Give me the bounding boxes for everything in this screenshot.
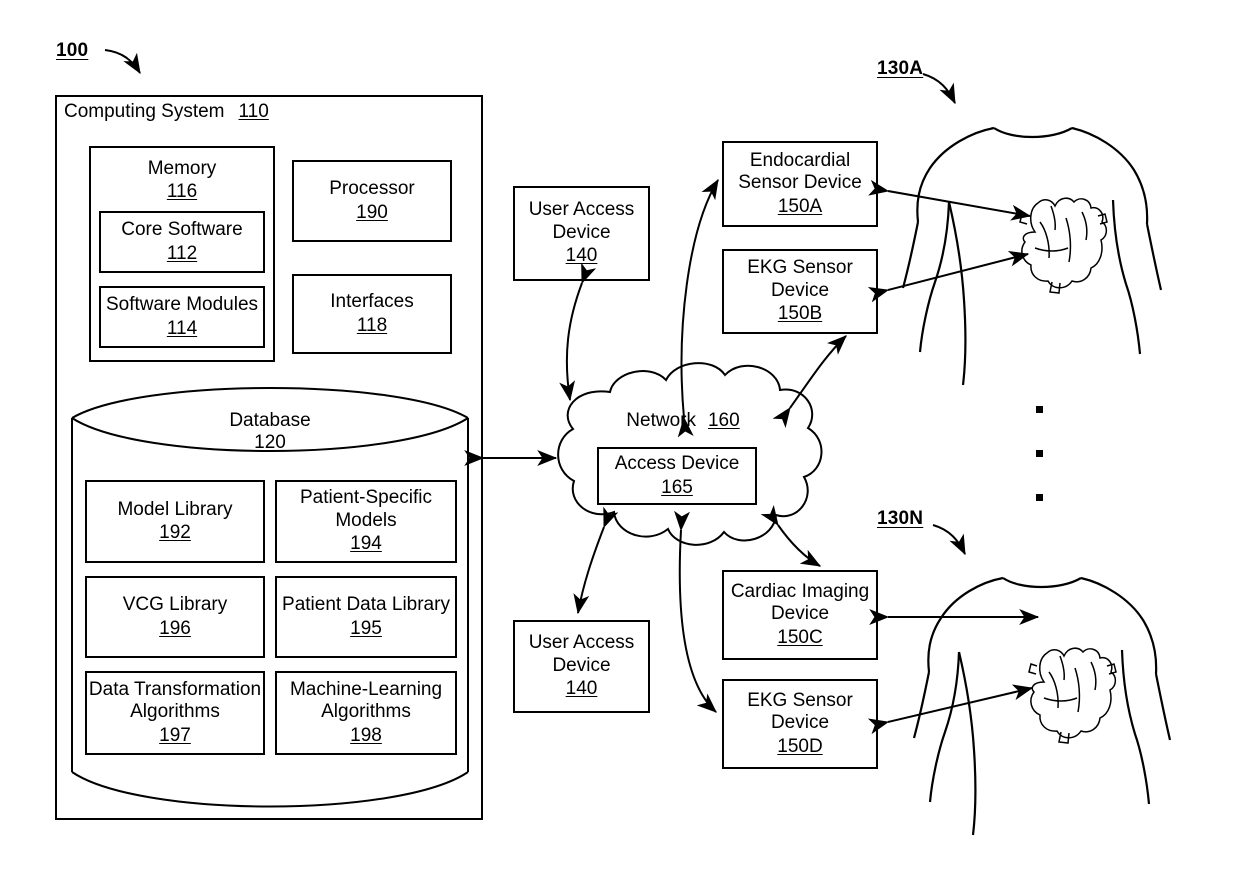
user-access-device-top-num: 140 <box>565 245 598 267</box>
patient-data-library-title: Patient Data Library <box>282 594 450 616</box>
data-transformation-algorithms-num: 197 <box>159 724 191 746</box>
ekg-sensor-device-d-box: EKG Sensor Device 150D <box>722 679 878 769</box>
memory-box: Memory 116 <box>89 146 275 362</box>
data-transformation-algorithms-box: Data Transformation Algorithms 197 <box>85 671 265 755</box>
core-software-title: Core Software <box>121 219 243 241</box>
access-device-num: 165 <box>661 476 693 498</box>
database-label-group: Database 120 <box>72 410 468 455</box>
core-software-box: Core Software 112 <box>99 211 265 273</box>
vcg-library-title: VCG Library <box>122 594 228 616</box>
endocardial-sensor-device-box: Endocardial Sensor Device 150A <box>722 141 878 227</box>
user-access-bottom-network-arrow <box>573 506 619 615</box>
user-access-device-bottom-num: 140 <box>565 678 598 700</box>
patient-130a-heart <box>1019 197 1108 294</box>
processor-num: 190 <box>356 201 388 223</box>
ekg-150d-heart-arrow <box>867 684 1034 735</box>
patient-specific-models-num: 194 <box>350 533 382 555</box>
interfaces-title: Interfaces <box>330 291 414 313</box>
patient-130n-heart <box>1028 647 1117 744</box>
vcg-library-num: 196 <box>159 617 191 639</box>
ellipsis-dot <box>1036 406 1043 413</box>
user-access-device-top-title: User Access Device <box>528 199 635 243</box>
network-num: 160 <box>707 410 740 431</box>
software-modules-title: Software Modules <box>105 294 259 316</box>
ellipsis-dot <box>1036 450 1043 457</box>
interfaces-num: 118 <box>356 314 388 336</box>
patient-130n-leader-arrow <box>932 524 966 556</box>
user-access-top-network-arrow <box>559 262 597 402</box>
network-cardiac-imaging-arrow <box>760 505 822 567</box>
patient-specific-models-box: Patient-Specific Models 194 <box>275 480 457 563</box>
patient-ref-label-130a: 130A <box>877 58 924 79</box>
endocardial-sensor-heart-arrow <box>868 179 1032 221</box>
cardiac-imaging-device-title: Cardiac Imaging Device <box>730 580 870 625</box>
ekg-sensor-device-b-title: EKG Sensor Device <box>747 257 853 301</box>
model-library-box: Model Library 192 <box>85 480 265 563</box>
access-device-box: Access Device 165 <box>597 447 757 505</box>
machine-learning-algorithms-num: 198 <box>350 724 382 746</box>
network-endocardial-sensor-arrow <box>677 178 719 438</box>
database-title: Database <box>229 410 311 431</box>
network-label-group: Network 160 <box>555 410 811 432</box>
patient-130n-torso <box>912 576 1172 836</box>
ellipsis-dot <box>1036 494 1043 501</box>
processor-title: Processor <box>329 178 415 200</box>
model-library-num: 192 <box>159 522 191 543</box>
interfaces-box: Interfaces 118 <box>292 274 452 354</box>
user-access-device-bottom-title: User Access Device <box>528 632 635 676</box>
memory-title: Memory <box>147 158 217 179</box>
patient-specific-models-title: Patient-Specific Models <box>299 487 432 531</box>
data-transformation-algorithms-title: Data Transformation Algorithms <box>88 678 262 723</box>
machine-learning-algorithms-title: Machine-Learning Algorithms <box>289 678 443 723</box>
figure-ref-label: 100 <box>56 40 89 61</box>
machine-learning-algorithms-box: Machine-Learning Algorithms 198 <box>275 671 457 755</box>
memory-num: 116 <box>166 181 198 203</box>
network-ekg-150b-arrow <box>772 335 847 428</box>
core-software-num: 112 <box>166 242 198 264</box>
computing-system-num: 110 <box>238 101 269 122</box>
cardiac-imaging-device-box: Cardiac Imaging Device 150C <box>722 570 878 660</box>
user-access-device-top-box: User Access Device 140 <box>513 186 650 281</box>
user-access-device-bottom-box: User Access Device 140 <box>513 620 650 713</box>
database-num: 120 <box>254 432 286 454</box>
patient-ref-label-130n: 130N <box>877 508 924 529</box>
patient-130a-torso <box>901 126 1163 386</box>
network-ekg-150d-arrow <box>674 510 717 713</box>
patient-data-library-num: 195 <box>350 617 382 639</box>
access-device-title: Access Device <box>614 453 740 475</box>
processor-box: Processor 190 <box>292 160 452 242</box>
memory-label-group: Memory 116 <box>91 158 273 204</box>
patient-130a-leader-arrow <box>922 73 956 105</box>
ekg-sensor-device-d-num: 150D <box>777 735 823 757</box>
ekg-sensor-device-b-num: 150B <box>777 303 823 325</box>
software-modules-box: Software Modules 114 <box>99 286 265 348</box>
endocardial-sensor-device-num: 150A <box>777 195 823 217</box>
ekg-sensor-device-d-title: EKG Sensor Device <box>747 689 853 734</box>
ekg-150b-heart-arrow <box>867 250 1030 303</box>
vcg-library-box: VCG Library 196 <box>85 576 265 658</box>
endocardial-sensor-device-title: Endocardial Sensor Device <box>738 149 862 194</box>
ekg-sensor-device-b-box: EKG Sensor Device 150B <box>722 249 878 334</box>
network-title: Network <box>626 410 696 431</box>
software-modules-num: 114 <box>166 317 198 339</box>
figure-leader-arrow <box>104 49 141 75</box>
model-library-title: Model Library <box>117 498 233 520</box>
computing-system-title: Computing System <box>64 101 225 122</box>
computing-system-header: Computing System 110 <box>64 101 269 123</box>
cardiac-imaging-device-num: 150C <box>777 626 823 648</box>
patient-data-library-box: Patient Data Library 195 <box>275 576 457 658</box>
